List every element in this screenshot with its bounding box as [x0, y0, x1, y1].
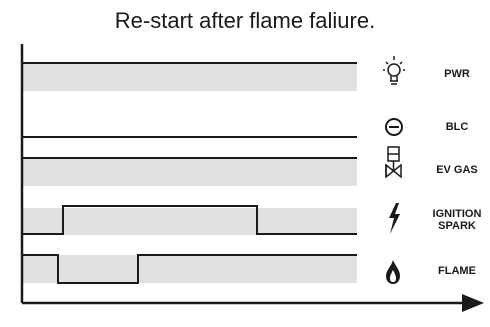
signal-label-flame: FLAME — [438, 265, 476, 277]
flame-trace — [22, 254, 357, 284]
signal-label-pwr: PWR — [444, 68, 470, 80]
spark-icon — [389, 203, 400, 234]
lock-indicator-icon — [385, 118, 403, 136]
signal-label-ignition-line1: IGNITION — [432, 208, 482, 220]
ev-gas-band — [22, 158, 357, 186]
light-bulb-icon — [383, 56, 405, 85]
signal-label-blc: BLC — [445, 121, 469, 133]
time-axis-arrowhead — [462, 294, 484, 312]
pwr-band — [22, 63, 357, 91]
ignition-band — [22, 208, 357, 235]
signal-label-ignition-line2: SPARK — [438, 220, 476, 232]
signal-label-ev-gas: EV GAS — [436, 164, 478, 176]
signal-label-ignition-spark: IGNITION SPARK — [424, 208, 490, 232]
flame-band — [22, 255, 357, 283]
diagram-title: Re-start after flame faliure. — [114, 8, 376, 33]
ignition-spark-trace — [22, 205, 357, 235]
flame-icon — [386, 260, 400, 284]
gas-valve-icon — [385, 146, 402, 179]
